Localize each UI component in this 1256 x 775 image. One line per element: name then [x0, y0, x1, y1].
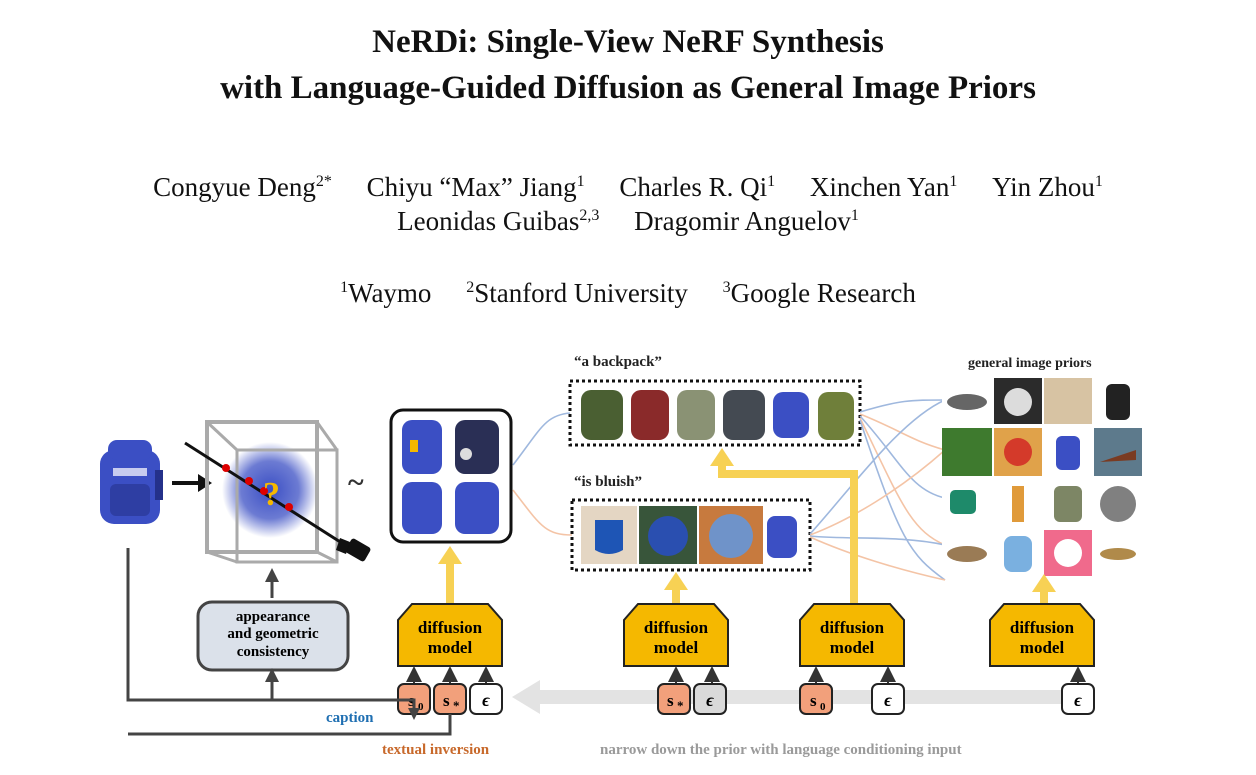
yellow-arrows — [438, 448, 1056, 604]
textual-inversion-label: textual inversion — [382, 742, 490, 758]
token-eps-2: ϵ — [693, 683, 727, 715]
svg-text:ϵ: ϵ — [884, 690, 892, 710]
svg-text:0: 0 — [418, 701, 424, 713]
diffusion-model-4: diffusion model — [989, 603, 1095, 667]
token-sstar-1: s * — [433, 683, 467, 715]
author: Chiyu “Max” Jiang1 — [366, 172, 585, 202]
question-mark: ? — [263, 476, 280, 513]
author: Yin Zhou1 — [992, 172, 1103, 202]
svg-text:s: s — [667, 691, 674, 710]
svg-text:*: * — [677, 698, 684, 713]
svg-text:s: s — [443, 691, 450, 710]
backpack-caption: “a backpack” — [574, 354, 662, 370]
caption-label: caption — [326, 710, 374, 726]
svg-text:model: model — [1020, 638, 1065, 657]
author-row-1: Congyue Deng2* Chiyu “Max” Jiang1 Charle… — [0, 170, 1256, 204]
paper-title-line1: NeRDi: Single-View NeRF Synthesis — [372, 24, 884, 60]
general-priors-grid — [942, 378, 1142, 576]
token-s0-2: s 0 — [799, 683, 833, 715]
narrow-label: narrow down the prior with language cond… — [600, 742, 962, 758]
svg-text:s: s — [810, 691, 817, 710]
svg-text:and geometric: and geometric — [227, 626, 319, 642]
affiliation: 2Stanford University — [466, 278, 688, 308]
teaser-figure: ? ~ “a backpack” “is b — [100, 354, 1142, 758]
svg-text:consistency: consistency — [237, 644, 310, 660]
priors-label: general image priors — [968, 356, 1092, 371]
camera-icon — [336, 538, 371, 562]
token-eps-3: ϵ — [871, 683, 905, 715]
svg-text:diffusion: diffusion — [418, 618, 483, 637]
input-backpack-image — [100, 440, 163, 524]
token-eps-4: ϵ — [1061, 683, 1095, 715]
svg-text:appearance: appearance — [236, 609, 311, 625]
svg-text:diffusion: diffusion — [820, 618, 885, 637]
diffusion-model-2: diffusion model — [623, 603, 729, 667]
diffusion-model-1: diffusion model — [397, 603, 503, 667]
token-eps-1: ϵ — [469, 683, 503, 715]
svg-text:0: 0 — [820, 701, 826, 713]
affiliation: 3Google Research — [722, 278, 916, 308]
paper-title-line2: with Language-Guided Diffusion as Genera… — [220, 70, 1036, 106]
affiliations: 1Waymo 2Stanford University 3Google Rese… — [0, 276, 1256, 310]
author: Congyue Deng2* — [153, 172, 332, 202]
bluish-exemplars — [570, 498, 812, 572]
tilde-symbol: ~ — [348, 466, 364, 499]
svg-text:*: * — [453, 698, 460, 713]
author: Leonidas Guibas2,3 — [397, 206, 600, 236]
token-sstar-2: s * — [657, 683, 691, 715]
nerf-volume-cube: ? — [184, 420, 346, 564]
author: Xinchen Yan1 — [809, 172, 958, 202]
consistency-box: appearance and geometric consistency — [196, 600, 350, 672]
backpack-exemplars — [568, 379, 862, 447]
token-arrows — [406, 666, 1086, 684]
svg-text:diffusion: diffusion — [644, 618, 709, 637]
svg-text:model: model — [428, 638, 473, 657]
svg-text:model: model — [654, 638, 699, 657]
diffusion-model-3: diffusion model — [799, 603, 905, 667]
svg-text:ϵ: ϵ — [706, 690, 714, 710]
author: Dragomir Anguelov1 — [634, 206, 859, 236]
author: Charles R. Qi1 — [619, 172, 776, 202]
author-row-2: Leonidas Guibas2,3 Dragomir Anguelov1 — [0, 204, 1256, 238]
svg-text:ϵ: ϵ — [482, 690, 490, 710]
prior-connectors — [512, 399, 946, 581]
svg-text:model: model — [830, 638, 875, 657]
bluish-caption: “is bluish” — [574, 474, 642, 490]
novel-views-box — [389, 408, 513, 544]
affiliation: 1Waymo — [340, 278, 432, 308]
svg-text:diffusion: diffusion — [1010, 618, 1075, 637]
svg-text:ϵ: ϵ — [1074, 690, 1082, 710]
